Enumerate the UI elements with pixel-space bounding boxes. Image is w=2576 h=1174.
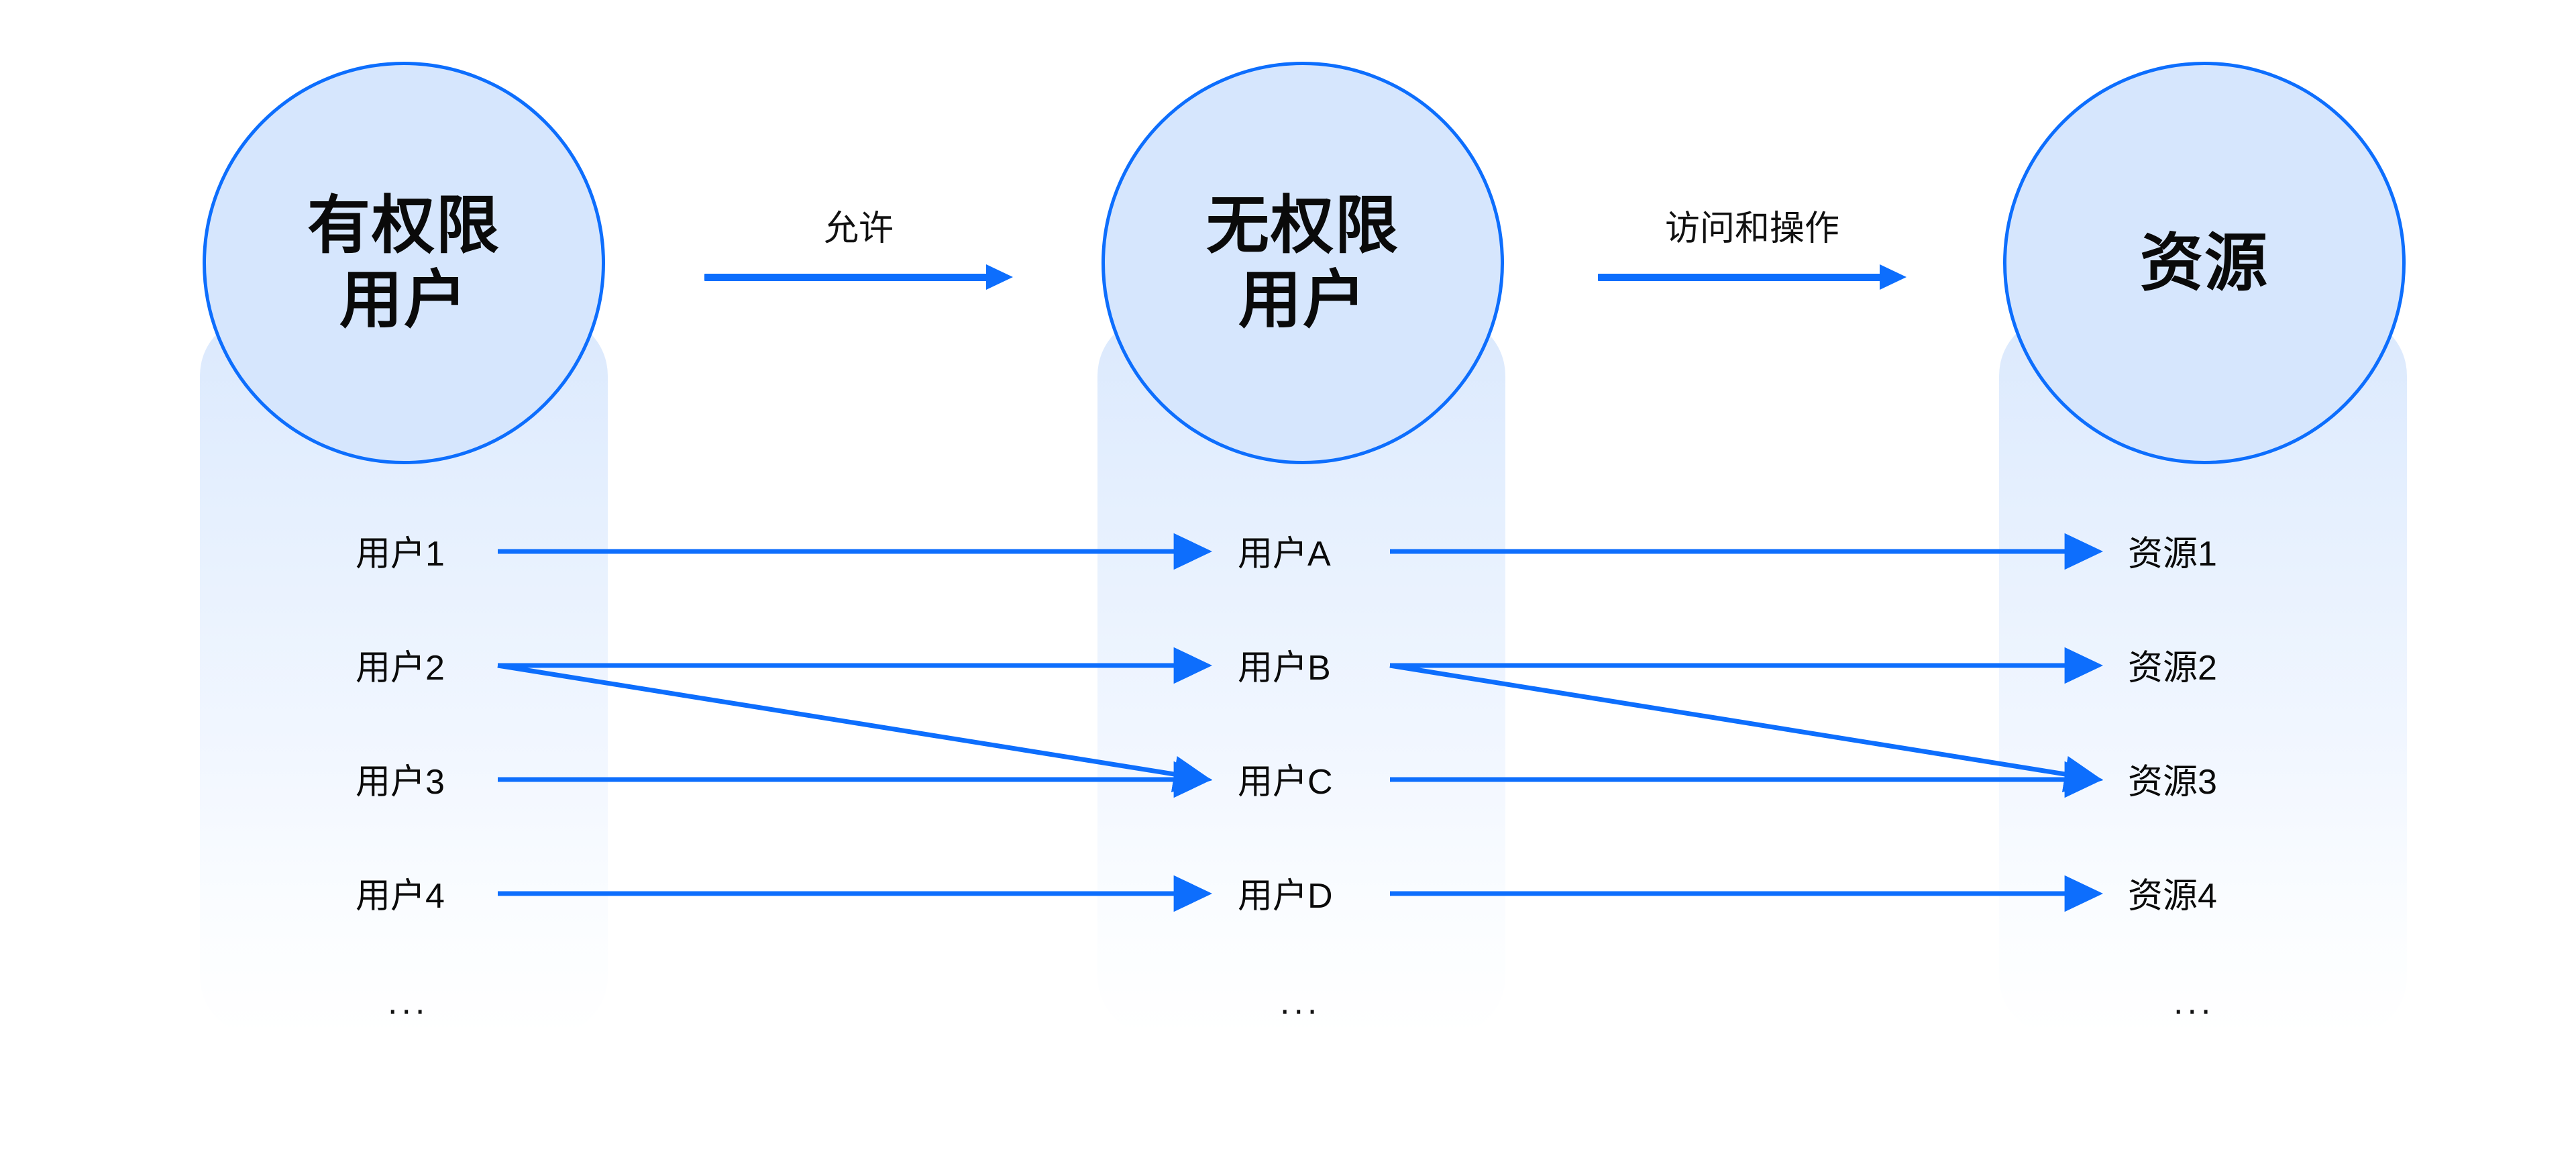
circle-resource: 资源 [2003,62,2406,464]
circle-label-resource: 资源 [2139,227,2269,298]
list-more-indicator: ... [1280,983,1322,1022]
list-item: 用户D [1238,877,1333,916]
list-more-indicator: ... [2174,983,2215,1022]
list-item: 资源2 [2128,649,2217,688]
list-more-indicator: ... [388,983,429,1022]
circle-unauthorized-user: 无权限 用户 [1102,62,1504,464]
list-item: 用户A [1238,535,1331,574]
list-item: 用户2 [356,649,445,688]
arrow-shaft [1598,274,1881,281]
circle-label-unauthorized: 无权限 用户 [1205,190,1399,335]
arrow-head-icon [1880,264,1907,290]
list-item: 资源3 [2128,763,2217,802]
top-arrow-label-allow: 允许 [823,209,894,248]
list-item: 用户1 [356,535,445,574]
circle-authorized-user: 有权限 用户 [203,62,605,464]
list-item: 用户B [1238,649,1331,688]
list-item: 用户C [1238,763,1333,802]
list-item: 用户4 [356,877,445,916]
list-item: 用户3 [356,763,445,802]
circle-label-authorized: 有权限 用户 [307,190,500,335]
arrow-shaft [704,274,987,281]
top-arrow-label-access-operate: 访问和操作 [1664,209,1839,248]
arrow-head-icon [986,264,1013,290]
list-item: 资源4 [2128,877,2217,916]
list-item: 资源1 [2128,535,2217,574]
